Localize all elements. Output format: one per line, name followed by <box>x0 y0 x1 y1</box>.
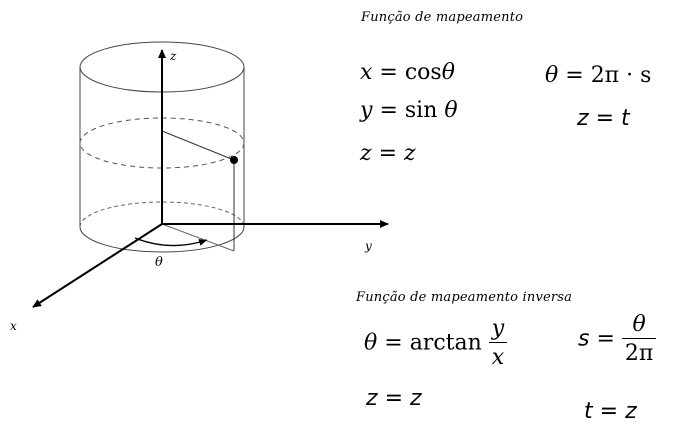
mapped-point <box>230 156 238 164</box>
inverse-mapping-title: Função de mapeamento inversa <box>356 290 573 305</box>
eq-t-rhs: z <box>625 399 637 424</box>
eq-s-lhs: s <box>578 326 590 352</box>
eq-theta-lhs: θ <box>545 63 559 88</box>
eq-y-fn: sin <box>404 98 438 123</box>
eq-t-lhs: t <box>584 399 593 424</box>
theta-arc-arrow <box>134 237 208 247</box>
eq-inv-z-rhs: z <box>410 386 422 411</box>
x-axis-label: x <box>10 319 17 333</box>
eq-inv-theta-den: x <box>491 345 505 371</box>
cylinder-mid-dashed-ellipse <box>79 117 245 169</box>
eq-x-lhs: x <box>360 60 373 85</box>
eq-inv-z-lhs: z <box>366 386 378 411</box>
eq-y-sin-theta: y = sin θ <box>360 98 458 123</box>
eq-inv-z-equals-z: z = z <box>366 386 422 411</box>
eq-inv-theta-fraction: y x <box>488 316 508 371</box>
eq-inv-theta-num: y <box>488 316 508 344</box>
eq-z-lhs: z <box>360 141 372 166</box>
theta-angle-label: θ <box>155 255 163 270</box>
cylinder-bottom-front-arc <box>79 226 245 253</box>
eq-theta-rhs: 2π · s <box>590 63 652 88</box>
eq-theta-arctan: θ = arctan y x <box>364 316 508 371</box>
y-axis-label: y <box>364 239 372 253</box>
eq-x-arg: θ <box>441 60 455 85</box>
eq-x-fn: cos <box>404 60 442 85</box>
eq-z-equals-z: z = z <box>360 141 416 166</box>
eq-y-arg: θ <box>444 98 458 123</box>
radius-line <box>161 130 235 161</box>
eq-x-cos-theta: x = cosθ <box>360 60 455 85</box>
eq-theta-2pi-s: θ = 2π · s <box>545 63 652 88</box>
eq-zt-rhs: t <box>621 106 630 131</box>
eq-inv-theta-fn: arctan <box>409 330 482 356</box>
eq-y-lhs: y <box>360 98 373 123</box>
eq-z-rhs: z <box>404 141 416 166</box>
z-axis-label: z <box>169 49 177 63</box>
eq-s-theta-over-2pi: s = θ 2π <box>578 312 657 367</box>
forward-mapping-title: Função de mapeamento <box>361 10 524 25</box>
eq-s-den: 2π <box>624 341 654 367</box>
eq-s-num: θ <box>621 312 657 340</box>
cylinder-bottom-back-arc <box>79 201 245 228</box>
eq-t-equals-z: t = z <box>584 399 637 424</box>
eq-z-equals-t: z = t <box>577 106 630 131</box>
eq-s-fraction: θ 2π <box>621 312 657 367</box>
x-axis <box>32 223 163 308</box>
base-projection-line <box>161 223 235 252</box>
eq-zt-lhs: z <box>577 106 589 131</box>
eq-inv-theta-lhs: θ <box>364 330 378 356</box>
